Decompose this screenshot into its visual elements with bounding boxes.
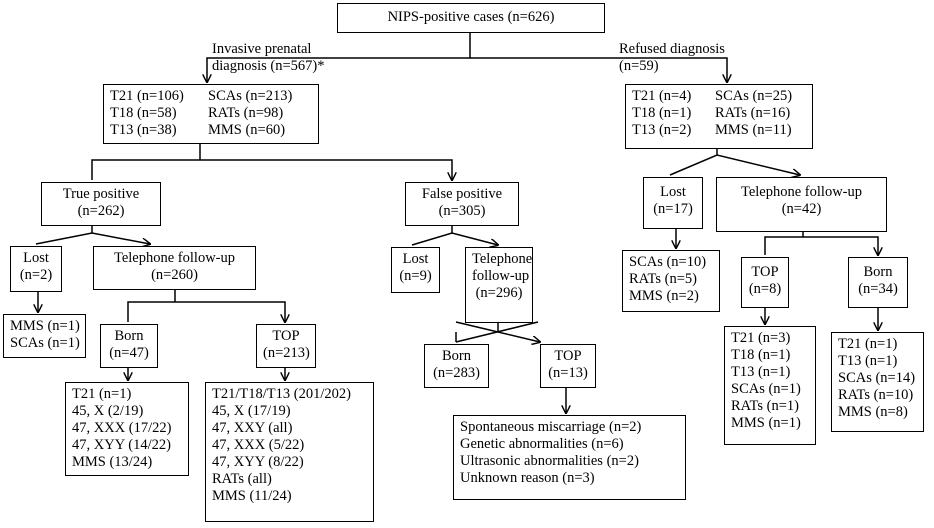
list-item: T21/T18/T13 (201/202)	[212, 386, 351, 402]
list-item: T21 (n=3)	[731, 330, 791, 346]
list-item: T21 (n=1)	[838, 336, 898, 352]
fp-lost-box: Lost (n=9)	[391, 247, 440, 293]
list-item: MMS (13/24)	[72, 454, 153, 470]
list-item: 47, XXY (all)	[212, 420, 293, 436]
list-item: 45, X (17/19)	[212, 403, 291, 419]
ref-top-detail-box: T21 (n=3)T18 (n=1)T13 (n=1)SCAs (n=1)RAT…	[724, 326, 816, 445]
grid-cell: T21 (n=106)	[110, 88, 184, 104]
true-positive-box: True positive (n=262)	[41, 182, 161, 226]
ref-lost-detail-box: SCAs (n=10)RATs (n=5)MMS (n=2)	[622, 250, 720, 312]
list-item: RATs (n=5)	[629, 271, 697, 287]
grid-cell: RATs (n=16)	[715, 105, 791, 121]
ref-lost-box: Lost (n=17)	[643, 177, 703, 229]
ref-born-detail-box: T21 (n=1)T13 (n=1)SCAs (n=14)RATs (n=10)…	[831, 332, 924, 432]
grid-row: T18 (n=58) RATs (n=98)	[110, 105, 312, 122]
grid-cell: T21 (n=4)	[632, 88, 692, 104]
refused-box: T21 (n=4) SCAs (n=25) T18 (n=1) RATs (n=16)…	[625, 84, 813, 149]
fp-top-box: TOP (n=13)	[540, 344, 596, 388]
tp-born-box: Born (n=47)	[100, 324, 158, 368]
grid-row: T13 (n=38) MMS (n=60)	[110, 122, 312, 139]
grid-cell: T18 (n=1)	[632, 105, 692, 121]
list-item: RATs (all)	[212, 471, 272, 487]
grid-row: T21 (n=106) SCAs (n=213)	[110, 88, 312, 105]
false-positive-box: False positive (n=305)	[405, 182, 519, 226]
grid-row: T21 (n=4) SCAs (n=25)	[632, 88, 806, 105]
tp-top-detail-box: T21/T18/T13 (201/202)45, X (17/19)47, XX…	[205, 382, 374, 522]
list-item: RATs (n=1)	[731, 398, 799, 414]
fp-top-detail-box: Spontaneous miscarriage (n=2)Genetic abn…	[453, 415, 686, 500]
invasive-box: T21 (n=106) SCAs (n=213) T18 (n=58) RATs (n…	[103, 84, 319, 144]
grid-cell: RATs (n=98)	[208, 105, 284, 121]
list-item: 47, XYY (14/22)	[72, 437, 171, 453]
grid-cell: T13 (n=38)	[110, 122, 177, 138]
list-item: MMS (n=1)	[10, 318, 80, 334]
grid-cell: T18 (n=58)	[110, 105, 177, 121]
tp-top-box: TOP (n=213)	[256, 324, 316, 368]
list-item: 47, XYY (8/22)	[212, 454, 304, 470]
grid-cell: MMS (n=11)	[715, 122, 792, 138]
fp-born-box: Born (n=283)	[424, 344, 489, 388]
list-item: T13 (n=1)	[731, 364, 791, 380]
list-item: RATs (n=10)	[838, 387, 914, 403]
list-item: Genetic abnormalities (n=6)	[460, 436, 624, 452]
list-item: Spontaneous miscarriage (n=2)	[460, 419, 642, 435]
list-item: MMS (n=2)	[629, 288, 699, 304]
grid-cell: T13 (n=2)	[632, 122, 692, 138]
grid-row: T13 (n=2) MMS (n=11)	[632, 122, 806, 139]
tp-telephone-box: Telephone follow-up (n=260)	[93, 246, 256, 290]
list-item: T18 (n=1)	[731, 347, 791, 363]
list-item: SCAs (n=1)	[10, 335, 80, 351]
list-item: SCAs (n=10)	[629, 254, 707, 270]
list-item: MMS (n=1)	[731, 415, 801, 431]
ref-telephone-box: Telephone follow-up (n=42)	[716, 177, 887, 232]
ref-top-box: TOP (n=8)	[741, 257, 789, 308]
tp-lost-detail-box: MMS (n=1)SCAs (n=1)	[3, 314, 86, 358]
grid-cell: SCAs (n=213)	[208, 88, 293, 104]
list-item: SCAs (n=14)	[838, 370, 916, 386]
grid-cell: SCAs (n=25)	[715, 88, 793, 104]
grid-cell: MMS (n=60)	[208, 122, 286, 138]
fp-telephone-box: Telephone follow-up (n=296)	[465, 247, 533, 323]
grid-row: T18 (n=1) RATs (n=16)	[632, 105, 806, 122]
list-item: Ultrasonic abnormalities (n=2)	[460, 453, 639, 469]
root-box: NIPS-positive cases (n=626)	[337, 3, 605, 33]
list-item: 47, XXX (17/22)	[72, 420, 172, 436]
list-item: MMS (11/24)	[212, 488, 292, 504]
tp-born-detail-box: T21 (n=1)45, X (2/19)47, XXX (17/22)47, …	[65, 382, 189, 476]
list-item: MMS (n=8)	[838, 404, 908, 420]
list-item: SCAs (n=1)	[731, 381, 801, 397]
list-item: 45, X (2/19)	[72, 403, 144, 419]
tp-lost-box: Lost (n=2)	[10, 246, 62, 292]
list-item: T13 (n=1)	[838, 353, 898, 369]
list-item: T21 (n=1)	[72, 386, 132, 402]
list-item: 47, XXX (5/22)	[212, 437, 305, 453]
list-item: Unknown reason (n=3)	[460, 470, 595, 486]
ref-born-box: Born (n=34)	[848, 257, 908, 308]
invasive-label: Invasive prenatal diagnosis (n=567)*	[212, 41, 325, 74]
refused-label: Refused diagnosis (n=59)	[619, 41, 725, 74]
